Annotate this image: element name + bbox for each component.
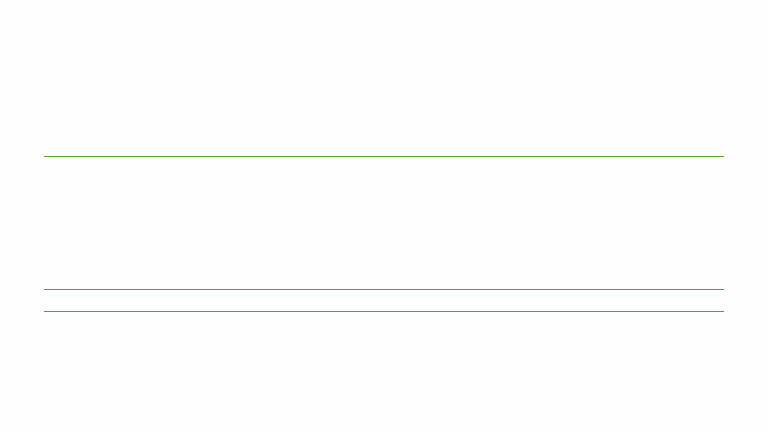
divider-rule-2 <box>44 289 724 290</box>
divider-rule-3 <box>44 311 724 312</box>
divider-rule-1 <box>44 156 724 157</box>
